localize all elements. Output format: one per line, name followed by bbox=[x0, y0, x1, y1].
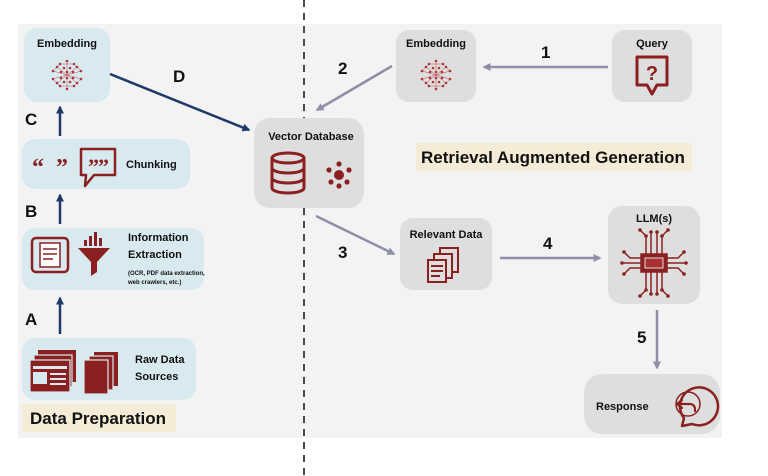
web-pages-icon bbox=[29, 350, 76, 393]
relevant-data-node: Relevant Data bbox=[400, 218, 492, 290]
raw-data-sources-node: Raw Data Sources bbox=[22, 338, 196, 400]
raw-data-label-line1: Raw Data bbox=[135, 354, 185, 366]
information-extraction-label-line1: Information bbox=[128, 232, 189, 244]
chunking-label: Chunking bbox=[126, 159, 177, 171]
tablet-document-icon bbox=[30, 236, 70, 274]
svg-text:”: ” bbox=[88, 154, 99, 179]
documents-stack-icon bbox=[83, 352, 118, 395]
query-node: Query ? bbox=[612, 30, 692, 102]
step-5-label: 5 bbox=[637, 328, 646, 347]
chip-pins-icon bbox=[620, 228, 688, 298]
information-extraction-note-line1: (OCR, PDF data extraction, bbox=[128, 271, 205, 277]
vector-cluster-icon bbox=[326, 161, 352, 189]
embedding-left-node: Embedding bbox=[24, 28, 110, 102]
arrow-d bbox=[109, 72, 251, 132]
rag-label: Retrieval Augmented Generation bbox=[421, 148, 685, 167]
data-preparation-title: Data Preparation bbox=[22, 404, 176, 432]
response-label: Response bbox=[596, 401, 649, 413]
step-d-label: D bbox=[173, 67, 185, 86]
open-quote-icon: “ bbox=[32, 155, 44, 181]
neural-network-icon bbox=[420, 59, 452, 91]
database-cylinder-icon bbox=[270, 151, 306, 195]
arrow-2 bbox=[315, 64, 393, 112]
vector-database-label: Vector Database bbox=[268, 131, 354, 143]
documents-icon bbox=[427, 247, 459, 283]
step-b-label: B bbox=[25, 202, 37, 221]
relevant-data-label: Relevant Data bbox=[410, 229, 484, 241]
embedding-left-label: Embedding bbox=[37, 38, 97, 50]
question-bubble-icon: ? bbox=[635, 55, 669, 96]
speech-bubble-icon: ” ” bbox=[79, 147, 117, 188]
neural-network-icon bbox=[51, 59, 83, 91]
vector-database-node: Vector Database bbox=[254, 118, 364, 208]
chunking-node: “ ” ” ” Chunking bbox=[22, 139, 190, 189]
close-quote-icon: ” bbox=[56, 155, 68, 181]
step-a-label: A bbox=[25, 310, 37, 329]
raw-data-label-line2: Sources bbox=[135, 371, 178, 383]
information-extraction-node: Information Extraction (OCR, PDF data ex… bbox=[22, 228, 205, 290]
embedding-right-label: Embedding bbox=[406, 38, 466, 50]
step-c-label: C bbox=[25, 110, 37, 129]
svg-text:?: ? bbox=[646, 63, 658, 85]
llm-label: LLM(s) bbox=[636, 213, 672, 225]
step-2-label: 2 bbox=[338, 59, 347, 78]
query-label: Query bbox=[636, 38, 669, 50]
information-extraction-label-line2: Extraction bbox=[128, 249, 182, 261]
arrow-3 bbox=[315, 214, 396, 256]
reply-bubble-icon bbox=[675, 386, 720, 428]
funnel-chart-icon bbox=[78, 232, 110, 276]
llm-node: LLM(s) bbox=[608, 206, 700, 304]
chip-circuit-icon bbox=[622, 229, 686, 297]
data-preparation-label: Data Preparation bbox=[30, 409, 166, 428]
svg-text:”: ” bbox=[98, 154, 109, 179]
embedding-right-node: Embedding bbox=[396, 30, 476, 102]
information-extraction-note-line2: web crawlers, etc.) bbox=[127, 280, 181, 286]
rag-title: Retrieval Augmented Generation bbox=[416, 143, 692, 171]
step-1-label: 1 bbox=[541, 43, 550, 62]
response-node: Response bbox=[584, 374, 720, 434]
step-3-label: 3 bbox=[338, 243, 347, 262]
step-4-label: 4 bbox=[543, 234, 553, 253]
